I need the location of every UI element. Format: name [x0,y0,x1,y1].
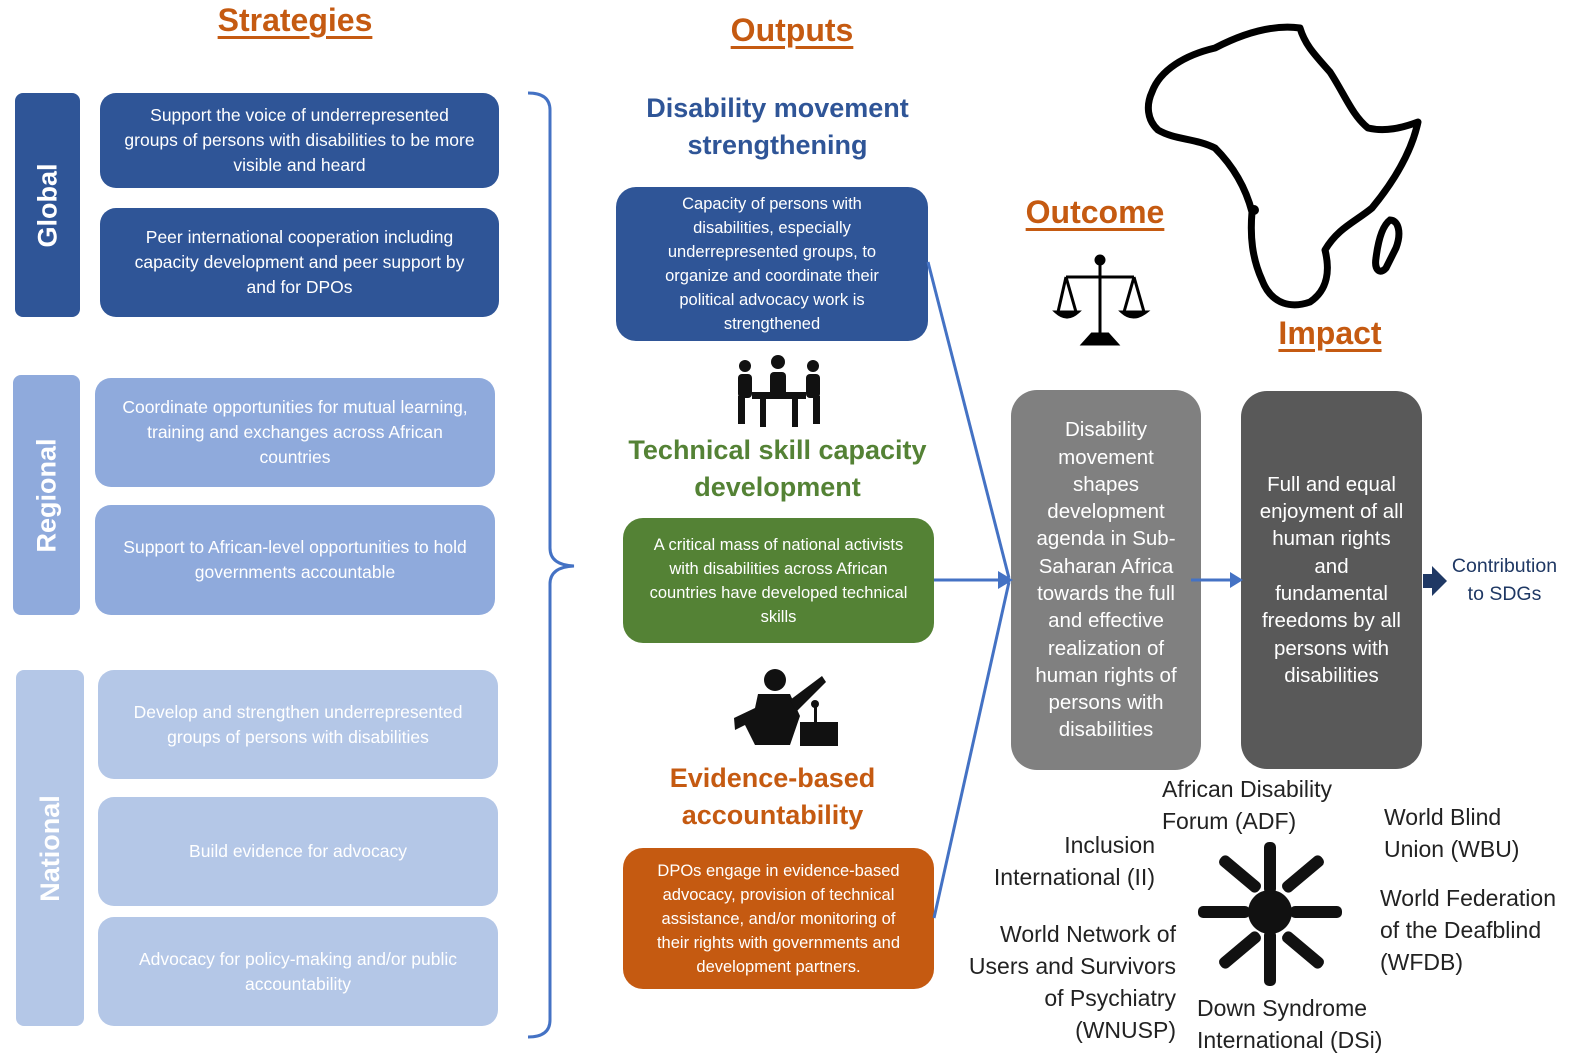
org-dsi: Down Syndrome International (DSi) [1197,995,1383,1053]
output-box-movement: Capacity of persons with disabilities, e… [616,187,928,341]
outcome-box: Disability movement shapes development a… [1011,390,1201,770]
impact-box: Full and equal enjoyment of all human ri… [1241,391,1422,769]
output-box-technical: A critical mass of national activists wi… [623,518,934,643]
joined-hands-icon [1198,842,1342,986]
strategies-bracket [527,91,575,1039]
speaker-podium-icon [734,669,838,746]
strategy-box: Develop and strengthen underrepresented … [98,670,498,779]
strategy-box: Advocacy for policy-making and/or public… [98,917,498,1026]
africa-map-icon [1144,23,1422,309]
arrow-right-icon [926,261,1011,919]
output-heading-evidence: Evidence-based accountability [669,763,876,830]
strategy-box: Build evidence for advocacy [98,797,498,906]
strategy-box: Support the voice of underrepresented gr… [100,93,499,188]
madagascar-shape [1372,216,1403,275]
arrow-head [1230,572,1243,588]
impact-heading: Impact [1278,315,1382,351]
level-tab-national: National [16,670,84,1026]
strategy-box: Coordinate opportunities for mutual lear… [95,378,495,487]
output-heading-movement: Disability movement strengthening [646,93,909,160]
strategies-heading: Strategies [217,2,373,38]
contribution-label: Contribution to SDGs [1451,555,1558,605]
output-heading-technical: Technical skill capacity development [628,435,927,502]
outputs-heading: Outputs [730,12,854,48]
arrow-head [998,571,1013,589]
org-ii: Inclusion International (II) [993,832,1155,890]
org-wfdb: World Federation of the Deafblind (WFDB) [1380,885,1556,975]
org-wbu: World Blind Union (WBU) [1384,804,1520,862]
meeting-people-icon [738,355,820,427]
strategy-box: Support to African-level opportunities t… [95,505,495,615]
level-tab-global: Global [15,93,80,317]
outcome-heading: Outcome [1025,194,1165,230]
org-adf: African Disability Forum (ADF) [1162,776,1332,834]
scales-of-justice-icon [1052,254,1151,346]
output-box-evidence: DPOs engage in evidence-based advocacy, … [623,848,934,989]
level-tab-regional: Regional [13,375,80,615]
org-wnusp: World Network of Users and Survivors of … [968,921,1176,1043]
arrow-right-icon [1423,566,1447,596]
strategy-box: Peer international cooperation including… [100,208,499,317]
